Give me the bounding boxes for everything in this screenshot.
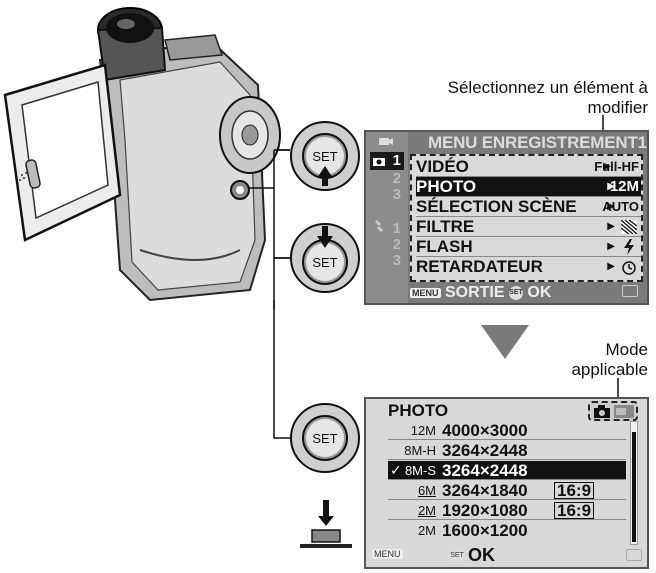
select-item-caption: Sélectionnez un élément à modifier [447, 78, 648, 117]
resolution-row-selected[interactable]: ✓ 8M-S 3264×2448 [388, 461, 626, 480]
video-mode-icon [379, 138, 393, 145]
camera-tab-icon [373, 158, 385, 166]
ok-label[interactable]: OK [527, 284, 552, 301]
menu-item-label: PHOTO [416, 177, 477, 196]
resolution-row[interactable]: 8M-H 3264×2448 [388, 441, 626, 460]
resolution-code: 2M [417, 503, 436, 518]
menu-item-self-timer[interactable]: RETARDATEUR ▶ [416, 257, 641, 277]
right-arrow-icon: ▶ [607, 261, 615, 272]
menu-tab-column: 1 2 3 1 2 3 [366, 132, 408, 303]
check-mark: ✓ [390, 462, 402, 478]
tab-setup-1[interactable]: 1 [370, 220, 404, 238]
scrollbar[interactable] [630, 421, 638, 545]
set-button-text: SET [312, 431, 337, 446]
tab-number: 3 [392, 252, 401, 269]
right-arrow-icon: ▶ [603, 161, 611, 172]
resolution-size: 3264×2448 [442, 461, 528, 480]
tab-shooting-2[interactable]: 2 [370, 170, 404, 188]
flash-icon [624, 239, 634, 255]
resolution-row[interactable]: 2M 1600×1200 [388, 521, 626, 540]
menu-item-list: VIDÉO ▶ Full-HF PHOTO ▶ 12M SÉLECTION SC… [410, 154, 643, 282]
resolution-code: 8M-H [404, 443, 436, 458]
set-button-up-press-icon: SET [290, 121, 360, 191]
menu-item-label: FILTRE [416, 217, 475, 236]
resolution-size: 3264×1840 [442, 481, 528, 500]
self-timer-icon [622, 261, 636, 275]
menu-item-value: Full-HF [594, 159, 639, 174]
aspect-ratio: 16:9 [554, 502, 595, 519]
photo-menu-title: PHOTO [388, 401, 449, 420]
tab-number: 1 [392, 220, 401, 237]
resolution-size: 3264×2448 [442, 441, 528, 460]
menu-back-icon[interactable]: MENU [372, 549, 403, 559]
set-button-text: SET [312, 149, 337, 164]
tab-number: 2 [392, 236, 401, 253]
resolution-code: 12M [410, 423, 436, 438]
battery-icon [626, 549, 642, 561]
tab-number: 2 [392, 170, 401, 187]
menu-item-label: FLASH [416, 237, 473, 256]
right-arrow-icon: ▶ [607, 221, 615, 232]
ok-label[interactable]: OK [468, 545, 495, 565]
menu-item-label: SÉLECTION SCÈNE [416, 197, 577, 216]
battery-icon [622, 285, 638, 297]
resolution-size: 1600×1200 [442, 521, 528, 540]
set-key-icon: SET [450, 549, 464, 563]
menu-item-scene[interactable]: SÉLECTION SCÈNE ▶ AUTO [416, 197, 641, 217]
menu-item-value: 12M [609, 178, 639, 195]
filter-icon [621, 220, 637, 234]
menu-item-value: AUTO [602, 199, 639, 214]
mode-applicable-caption: Mode applicable [571, 340, 648, 379]
exit-label[interactable]: SORTIE [444, 284, 505, 301]
menu-item-label: RETARDATEUR [416, 257, 543, 276]
right-arrow-icon: ▶ [607, 181, 615, 192]
tab-setup-2[interactable]: 2 [370, 236, 404, 254]
resolution-code: 2M [417, 523, 436, 538]
set-button-press-icon: SET [290, 403, 360, 473]
menu-item-flash[interactable]: FLASH ▶ [416, 237, 641, 257]
camcorder-illustration [3, 7, 290, 310]
scrollbar-thumb[interactable] [632, 432, 636, 542]
right-arrow-icon: ▶ [607, 241, 615, 252]
resolution-row[interactable]: 2M 1920×1080 16:9 [388, 501, 626, 520]
set-button-down-press-icon: SET [290, 223, 360, 293]
tab-shooting-3[interactable]: 3 [370, 186, 404, 204]
tab-number: 1 [392, 152, 401, 169]
camera-mode-icon [594, 405, 610, 418]
photo-size-menu-screen: PHOTO 12M 4000×3000 8M-H 3264×2448 ✓ 8M-… [364, 397, 649, 569]
menu-item-label: VIDÉO [416, 157, 469, 176]
menu-title: MENU ENREGISTREMENT1 [428, 133, 647, 152]
resolution-code: 8M-S [404, 463, 436, 478]
resolution-row[interactable]: 12M 4000×3000 [388, 421, 626, 440]
press-button-icon [300, 500, 352, 548]
menu-item-video[interactable]: VIDÉO ▶ Full-HF [416, 157, 641, 177]
down-triangle-icon [481, 325, 529, 359]
menu-item-photo[interactable]: PHOTO ▶ 12M [416, 177, 641, 197]
tab-number: 3 [392, 186, 401, 203]
tab-shooting-1[interactable]: 1 [370, 152, 404, 170]
menu-footer: MENU SORTIE SET OK [410, 284, 551, 302]
set-button-text: SET [312, 255, 337, 270]
set-key-icon: SET [508, 285, 523, 300]
wrench-icon [375, 220, 383, 232]
resolution-size: 4000×3000 [442, 421, 528, 440]
resolution-list: 12M 4000×3000 8M-H 3264×2448 ✓ 8M-S 3264… [388, 421, 626, 545]
resolution-size: 1920×1080 [442, 501, 528, 520]
tab-setup-3[interactable]: 3 [370, 252, 404, 270]
video-mode-icon [614, 405, 634, 418]
right-arrow-icon: ▶ [607, 201, 615, 212]
aspect-ratio: 16:9 [554, 482, 595, 499]
record-menu-screen: 1 2 3 1 2 3 MENU ENREGISTREMENT1 VIDÉO ▶… [364, 130, 649, 305]
resolution-code: 6M [417, 483, 436, 498]
menu-item-filter[interactable]: FILTRE ▶ [416, 217, 641, 237]
resolution-row[interactable]: 6M 3264×1840 16:9 [388, 481, 626, 500]
menu-key-icon: MENU [410, 287, 441, 298]
photo-menu-footer: MENU SET OK [370, 545, 645, 565]
mode-indicator [588, 401, 638, 421]
